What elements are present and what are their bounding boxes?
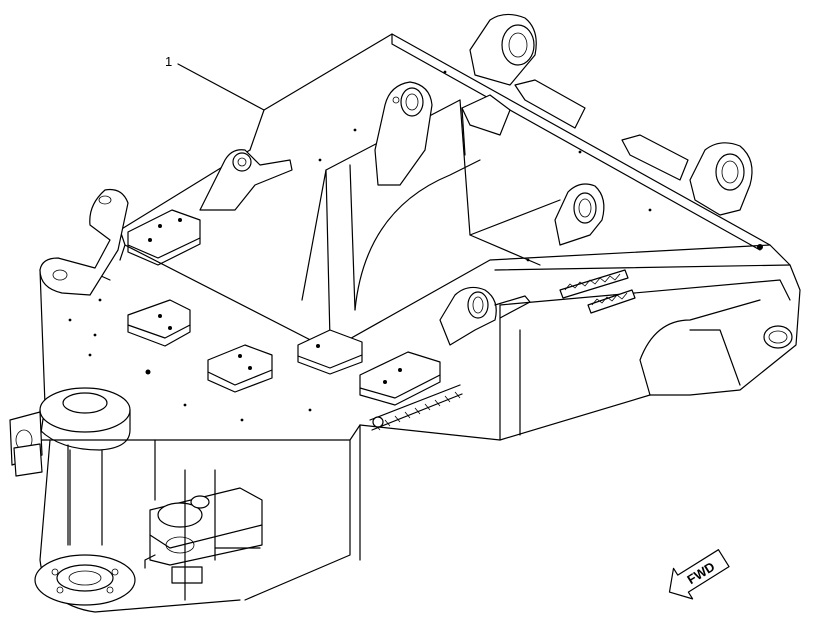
lower-pin-bracket <box>144 469 263 601</box>
rear-brackets <box>461 79 689 181</box>
upper-lugs <box>199 13 753 346</box>
frame-holes <box>68 70 763 422</box>
swing-post <box>9 387 136 606</box>
callout-1[interactable]: 1 <box>165 54 265 111</box>
front-arm-lug <box>39 188 129 296</box>
chain-guard <box>369 384 463 431</box>
mounting-pads <box>127 209 636 406</box>
fwd-arrow: FWD <box>668 549 730 600</box>
leader-line <box>177 63 265 111</box>
callout-number: 1 <box>165 54 172 69</box>
